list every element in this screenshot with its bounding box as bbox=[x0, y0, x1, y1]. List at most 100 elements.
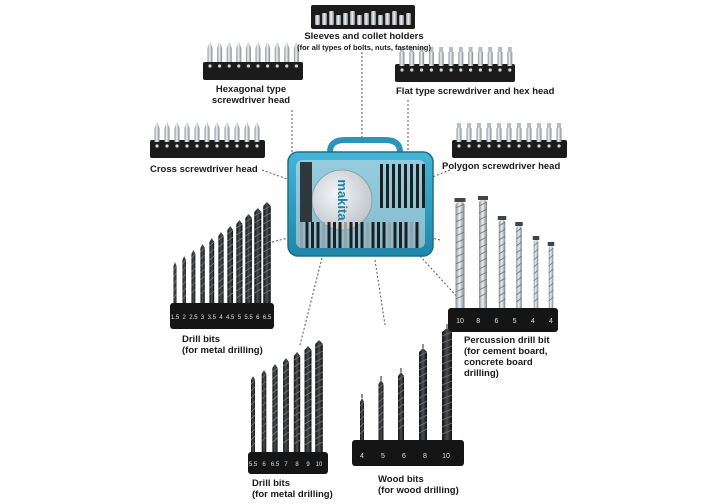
screwdriver-bit bbox=[245, 41, 251, 68]
size-marking: 7 bbox=[284, 462, 288, 468]
screwdriver-bit bbox=[409, 47, 415, 72]
case-bit bbox=[422, 164, 425, 208]
sleeve-holder bbox=[364, 13, 369, 25]
screwdriver-bit bbox=[214, 121, 220, 148]
case-bit bbox=[392, 164, 395, 208]
case-bit bbox=[322, 222, 325, 248]
hex-title-line1: Hexagonal type bbox=[215, 84, 287, 95]
screwdriver-bit bbox=[466, 123, 472, 148]
sleeves-label: Sleeves and collet holders (for all type… bbox=[296, 31, 432, 53]
size-marking: 10 bbox=[316, 462, 323, 468]
screwdriver-bit bbox=[255, 41, 261, 68]
case-bit bbox=[360, 222, 364, 248]
size-marking: 6 bbox=[402, 453, 406, 460]
case-bit bbox=[410, 164, 413, 208]
screwdriver-bit bbox=[458, 47, 464, 72]
sleeve-holder bbox=[315, 15, 320, 25]
screwdriver-bit bbox=[497, 47, 503, 72]
sleeves-subtitle: (for all types of bolts, nuts, fastening… bbox=[297, 43, 431, 52]
size-marking: 3.5 bbox=[208, 315, 217, 321]
polygon-title: Polygon screwdriver head bbox=[442, 161, 561, 172]
polygon-screwdriver-rack bbox=[452, 123, 567, 158]
size-marking: 3 bbox=[201, 315, 205, 321]
drill-bit bbox=[441, 324, 453, 442]
screwdriver-bit bbox=[244, 121, 250, 148]
metal-left-title: Drill bits bbox=[182, 334, 221, 345]
screwdriver-bit bbox=[546, 123, 552, 148]
screwdriver-bit bbox=[428, 47, 434, 72]
size-marking: 6 bbox=[494, 318, 498, 325]
case-bit bbox=[410, 222, 413, 248]
drill-bit bbox=[497, 216, 507, 310]
screwdriver-bit bbox=[468, 47, 474, 72]
screwdriver-bit bbox=[507, 47, 513, 72]
screwdriver-bit bbox=[164, 121, 170, 148]
case-bit bbox=[333, 222, 336, 248]
case-bit bbox=[316, 222, 320, 248]
screwdriver-bit bbox=[204, 121, 210, 148]
sleeve-holder bbox=[329, 11, 334, 25]
drill-bit bbox=[293, 352, 301, 454]
drill-bit bbox=[532, 236, 540, 310]
polygon-label: Polygon screwdriver head bbox=[442, 161, 560, 172]
sleeve-holder bbox=[399, 15, 404, 25]
screwdriver-bit bbox=[419, 47, 425, 72]
drill-bit bbox=[250, 376, 256, 454]
cross-screwdriver-rack bbox=[150, 121, 265, 158]
size-marking: 2.5 bbox=[189, 315, 198, 321]
case-bit bbox=[305, 222, 309, 248]
screwdriver-bit bbox=[174, 121, 180, 148]
screwdriver-bit bbox=[399, 47, 405, 72]
sleeve-holder bbox=[322, 13, 327, 25]
screwdriver-bit bbox=[487, 47, 493, 72]
cross-label: Cross screwdriver head bbox=[150, 164, 258, 175]
screwdriver-bit bbox=[456, 123, 462, 148]
screwdriver-bit bbox=[224, 121, 230, 148]
case-bit bbox=[300, 222, 303, 248]
size-marking: 5 bbox=[513, 318, 517, 325]
screwdriver-bit bbox=[254, 121, 260, 148]
screwdriver-bit bbox=[234, 121, 240, 148]
drill-bit bbox=[227, 226, 234, 306]
drill-bit bbox=[236, 220, 243, 306]
size-marking: 4 bbox=[219, 315, 223, 321]
case-bit bbox=[393, 222, 397, 248]
percussion-sub3: drilling) bbox=[464, 368, 499, 379]
case-bit bbox=[382, 222, 386, 248]
drill-bit bbox=[200, 244, 206, 306]
size-marking: 6.5 bbox=[271, 462, 280, 468]
metal-bottom-sub: (for metal drilling) bbox=[252, 489, 333, 500]
drill-bit bbox=[315, 340, 323, 454]
metal-bottom-title: Drill bits bbox=[252, 478, 291, 489]
case-bit bbox=[415, 222, 419, 248]
percussion-sub1: (for cement board, bbox=[464, 346, 548, 357]
screwdriver-bit bbox=[516, 123, 522, 148]
case-bit bbox=[338, 222, 342, 248]
drill-bit bbox=[261, 370, 267, 454]
drill-bit bbox=[478, 196, 488, 310]
screwdriver-bit bbox=[154, 121, 160, 148]
wood-title: Wood bits bbox=[378, 474, 424, 485]
drill-bit bbox=[245, 214, 253, 306]
metal-bottom-label: Drill bits (for metal drilling) bbox=[252, 478, 333, 500]
drill-bit bbox=[304, 346, 312, 454]
size-marking: 5 bbox=[238, 315, 242, 321]
flat-label: Flat type screwdriver and hex head bbox=[396, 86, 554, 97]
drill-bit bbox=[282, 358, 290, 454]
sleeves-title: Sleeves and collet holders bbox=[304, 31, 424, 42]
screwdriver-bit bbox=[194, 121, 200, 148]
drill-bit bbox=[359, 394, 365, 442]
drill-bit bbox=[263, 202, 271, 306]
size-marking: 10 bbox=[442, 453, 450, 460]
sleeve-holder bbox=[406, 13, 411, 25]
sleeve-holder bbox=[357, 15, 362, 25]
case-bit bbox=[388, 222, 391, 248]
case-bit bbox=[404, 164, 407, 208]
screwdriver-bit bbox=[448, 47, 454, 72]
flat-screwdriver-rack bbox=[395, 47, 515, 82]
screwdriver-bit bbox=[226, 41, 232, 68]
size-marking: 4.5 bbox=[226, 315, 235, 321]
sleeve-holder bbox=[371, 11, 376, 25]
